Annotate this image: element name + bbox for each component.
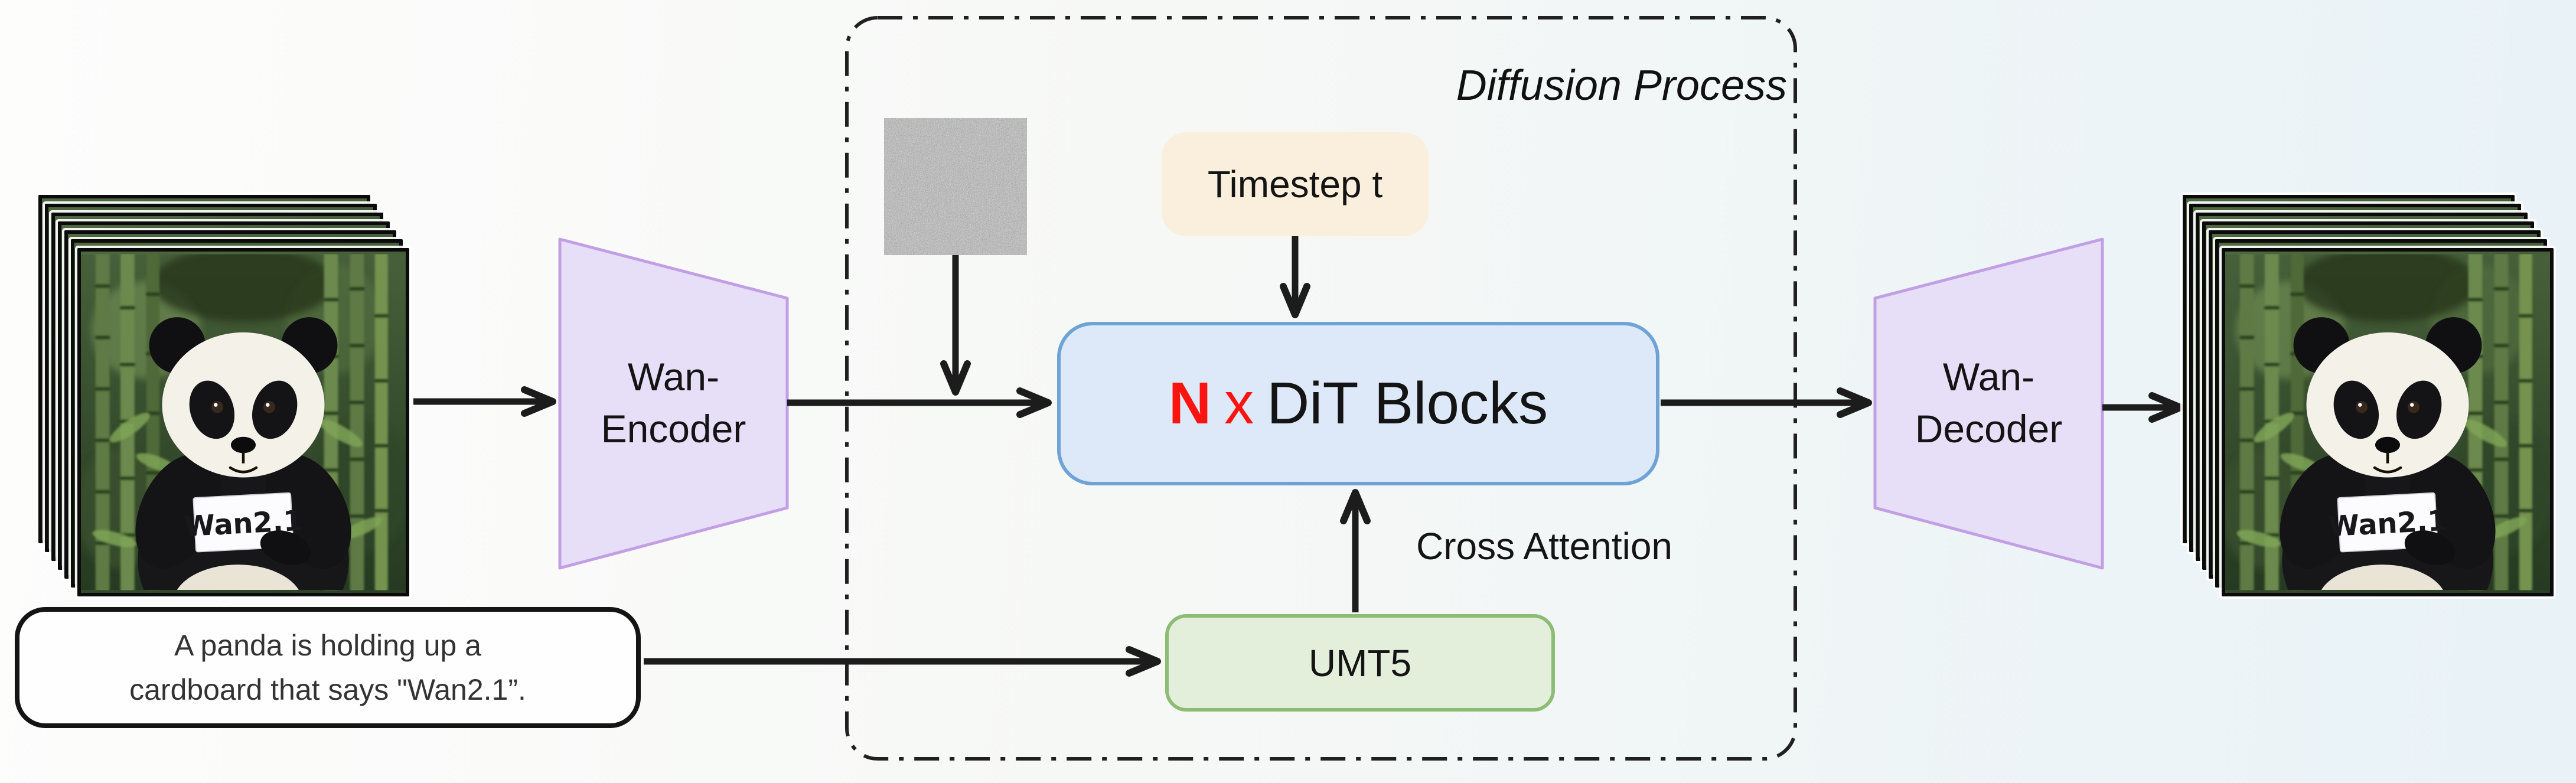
dit-blocks-node: N x DiT Blocks — [1057, 322, 1659, 485]
timestep-node: Timestep t — [1162, 132, 1429, 236]
wan-encoder-node: Wan- Encoder — [560, 298, 787, 508]
gaussian-noise-icon — [884, 118, 1027, 255]
wan-encoder-label-line1: Wan- — [627, 355, 720, 399]
output-video-frames — [2183, 195, 2561, 602]
wan-decoder-shape — [1873, 237, 2104, 570]
video-frame-front — [77, 248, 409, 596]
timestep-label: Timestep t — [1207, 163, 1383, 205]
wan-decoder-node: Wan- Decoder — [1875, 298, 2102, 508]
wan-encoder-shape — [558, 237, 789, 570]
dit-n-count: N — [1168, 370, 1212, 436]
diffusion-process-boundary — [845, 16, 1797, 761]
wan-decoder-label-line2: Decoder — [1915, 406, 2063, 451]
cross-attention-label: Cross Attention — [1416, 525, 1672, 567]
input-video-frames — [38, 195, 416, 602]
wan-decoder-label-line1: Wan- — [1942, 355, 2035, 399]
dit-times-symbol: x — [1224, 370, 1254, 436]
panda-photo — [81, 252, 406, 593]
text-prompt-box: A panda is holding up a cardboard that s… — [15, 607, 641, 728]
umt5-label: UMT5 — [1308, 641, 1412, 684]
diffusion-process-title: Diffusion Process — [1456, 62, 1787, 109]
dit-blocks-label: DiT Blocks — [1267, 370, 1548, 436]
umt5-node: UMT5 — [1165, 614, 1555, 712]
video-frame-front — [2222, 248, 2554, 596]
prompt-line2: cardboard that says "Wan2.1”. — [129, 673, 526, 706]
wan-encoder-label-line2: Encoder — [601, 406, 746, 451]
panda-photo — [2225, 252, 2550, 593]
prompt-line1: A panda is holding up a — [174, 628, 481, 662]
